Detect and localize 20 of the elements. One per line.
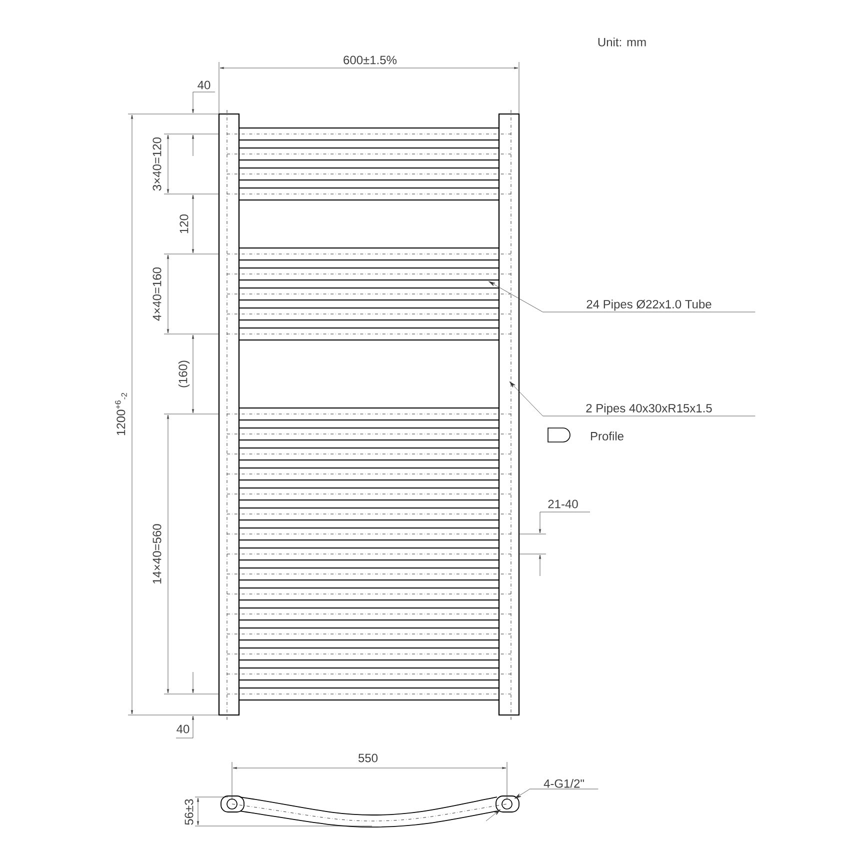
dimension-text: 21-40 [548, 500, 578, 508]
dimension-text: 40 [176, 724, 190, 734]
dimension-text: (160) [178, 360, 190, 388]
dimension-text: 14×40=560 [152, 524, 162, 584]
dimension-text: Profile [590, 432, 624, 440]
leader-line [514, 788, 598, 799]
callout-text: 2 Pipes 40x30xR15x1.5 [586, 404, 712, 415]
callout-text: 4-G1/2" [544, 779, 584, 788]
leader-line [488, 281, 756, 312]
dimension-text: 550 [358, 754, 378, 762]
dimension-text: 1200$^{+6}$-2 [115, 392, 127, 436]
callout-text: 24 Pipes Ø22x1.0 Tube [586, 300, 712, 311]
leader-line [509, 381, 756, 416]
dimension-text: 3×40=120 [152, 137, 162, 191]
dimension-text: 4×40=160 [152, 267, 162, 321]
dimension-text: 56±3 [184, 799, 194, 825]
dimension-text: 600±1.5% [344, 56, 397, 64]
dimension-text: Unit: mm [598, 38, 646, 46]
dimension-text: 40 [198, 80, 210, 90]
dimension-text: 120 [180, 214, 188, 234]
